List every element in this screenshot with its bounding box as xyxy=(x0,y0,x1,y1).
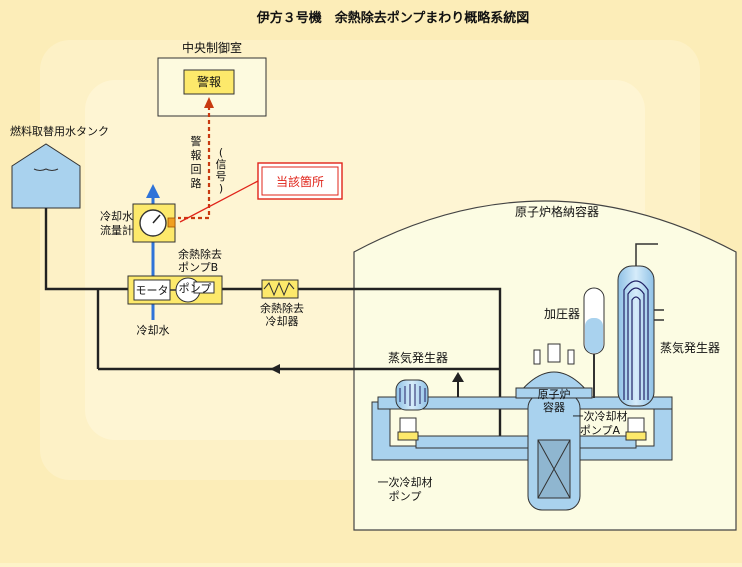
signal-note-char-4: ) xyxy=(219,182,223,195)
pressurizer-label: 加圧器 xyxy=(544,307,580,321)
alarm-signal-line xyxy=(178,106,211,220)
cooling-water-arrowhead xyxy=(146,184,160,198)
signal-arrowhead xyxy=(204,97,214,108)
tank-water-surface xyxy=(33,168,59,171)
reactor-vessel-label-1: 原子炉 xyxy=(538,388,571,401)
rhr-cooler-label-1: 余熱除去 xyxy=(260,301,304,315)
signal-route-char-4: 路 xyxy=(191,177,202,190)
signal-route-char-2: 報 xyxy=(191,149,202,162)
signal-note-char-1: ( xyxy=(219,146,223,159)
alarm-box xyxy=(183,69,235,95)
flow-meter-sensor xyxy=(167,217,176,228)
pipe-network xyxy=(44,208,502,440)
callout-leader xyxy=(179,180,259,223)
rhr-pump-b-label-1: 余熱除去 xyxy=(178,247,222,261)
rhr-pump-b-label-2: ポンプB xyxy=(178,261,218,274)
signal-route-char-1: 警 xyxy=(191,134,202,148)
control-room-label: 中央制御室 xyxy=(182,40,242,55)
pressurizer-water xyxy=(585,318,603,353)
primary-pump-a-label-1: 一次冷却材 xyxy=(573,409,628,423)
steam-generator-left-label: 蒸気発生器 xyxy=(388,350,448,365)
primary-pump-label-1: 一次冷却材 xyxy=(378,475,433,489)
motor-label: モータ xyxy=(136,284,169,297)
fuel-tank xyxy=(11,143,81,209)
rhr-cooler xyxy=(261,279,299,299)
steam-generator-right-label: 蒸気発生器 xyxy=(660,340,720,355)
primary-loop-lower xyxy=(415,435,637,449)
alarm-label: 警報 xyxy=(197,74,221,89)
primary-pump-label-2: ポンプ xyxy=(389,490,422,503)
primary-pump-left xyxy=(397,417,419,441)
callout-box-inner xyxy=(261,166,339,196)
sg-left-riser-arrow xyxy=(452,372,464,382)
containment-label: 原子炉格納容器 xyxy=(515,204,599,219)
gauge-needle xyxy=(152,214,161,224)
signal-note-char-2: 信 xyxy=(216,158,227,171)
steam-generator-right xyxy=(617,243,664,407)
return-flow-arrowhead xyxy=(270,364,280,374)
steam-generator-left xyxy=(395,379,429,411)
flow-meter-label-2: 流量計 xyxy=(100,223,133,237)
pump-outlet xyxy=(193,281,215,294)
primary-pump-a-label-2: ポンプA xyxy=(580,424,621,437)
signal-route-char-3: 回 xyxy=(191,163,202,176)
callout-label: 当該箇所 xyxy=(276,174,324,189)
rhr-cooler-label-2: 冷却器 xyxy=(266,315,299,328)
primary-pump-a xyxy=(625,417,647,441)
signal-note-char-3: 号 xyxy=(216,170,227,183)
fuel-tank-label: 燃料取替用水タンク xyxy=(10,124,109,138)
flow-meter-label-1: 冷却水 xyxy=(100,210,133,223)
diagram-title: 伊方３号機 余熱除去ポンプまわり概略系統図 xyxy=(256,10,530,26)
callout-box-outer xyxy=(257,162,343,200)
pump-label: ポンプ xyxy=(179,282,212,295)
cooling-water-label: 冷却水 xyxy=(137,324,170,337)
reactor-vessel xyxy=(515,343,593,511)
reactor-vessel-label-2: 容器 xyxy=(543,400,565,414)
cooler-coil xyxy=(263,281,295,297)
